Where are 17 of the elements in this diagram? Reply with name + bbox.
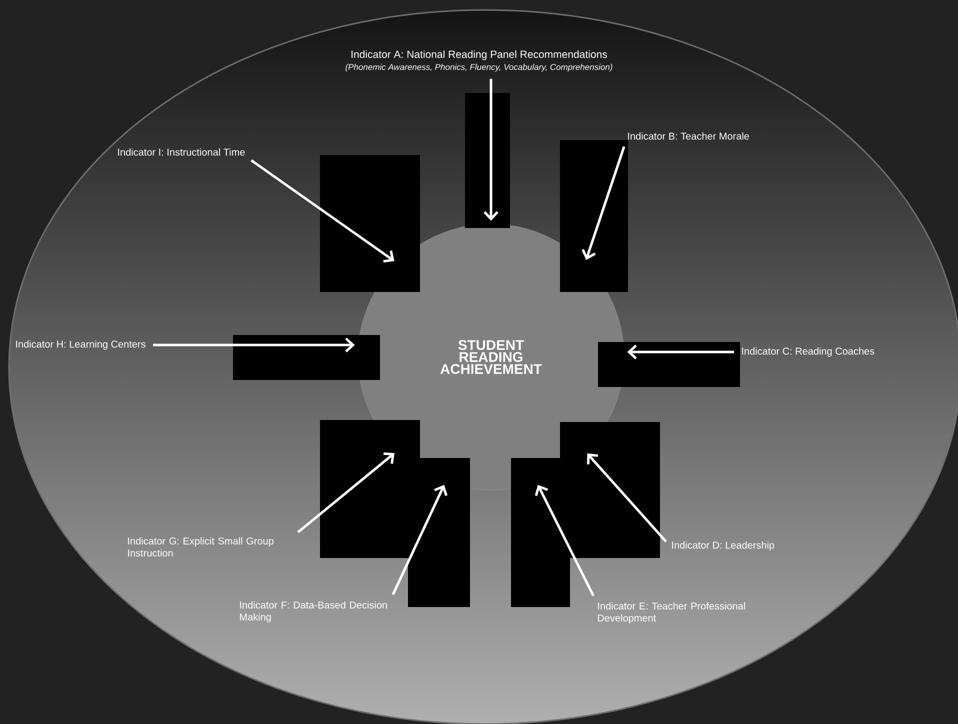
- indicator-label: Indicator I: Instructional Time: [118, 148, 245, 156]
- indicator-label: Indicator B: Teacher Morale: [628, 132, 750, 140]
- arrow: [484, 78, 498, 221]
- arrow: [153, 338, 355, 352]
- indicator-label: Indicator D: Leadership: [672, 541, 774, 551]
- arrow: [297, 452, 394, 534]
- indicator-label: Indicator G: Explicit Small Group Instruction: [128, 537, 274, 557]
- arrow: [627, 344, 734, 360]
- indicator-label: Indicator C: Reading Coaches: [742, 347, 874, 357]
- indicator-label: Indicator F: Data-Based Decision Making: [240, 601, 387, 623]
- indicator-label: Indicator H: Learning Centers: [16, 340, 146, 350]
- indicator-label: Indicator A: National Reading Panel Recommendations (Phonemic Awareness, Phonics, Fluency, Vocabulary, Comprehension): [346, 50, 612, 72]
- arrow: [250, 159, 394, 263]
- arrow: [534, 484, 594, 596]
- indicator-label: Indicator E: Teacher Professional Development: [598, 602, 745, 624]
- arrow: [392, 484, 448, 596]
- arrow: [582, 146, 626, 260]
